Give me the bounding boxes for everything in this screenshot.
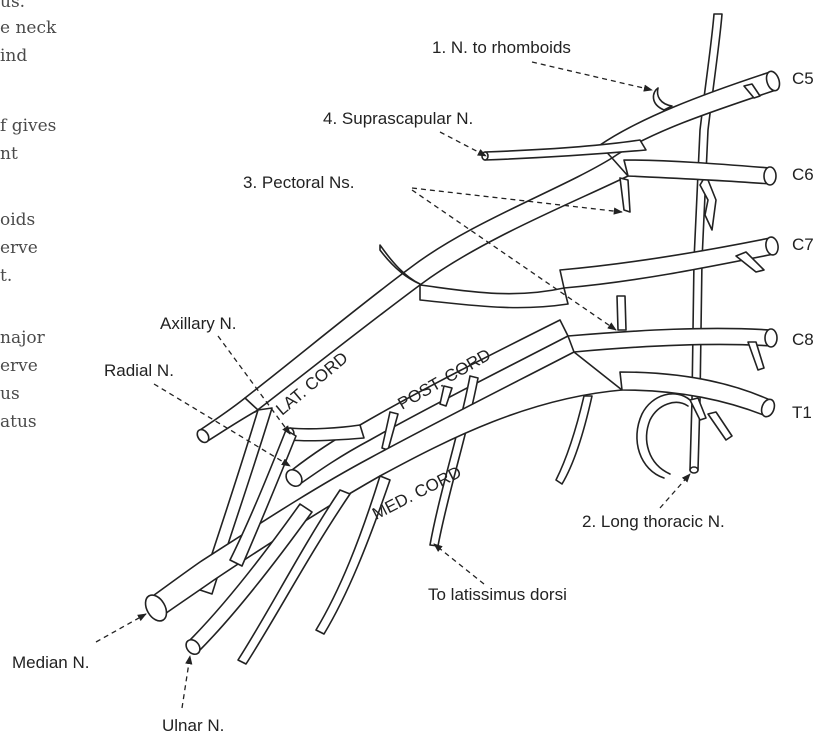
label-latissimus: To latissimus dorsi	[428, 585, 567, 604]
nerve-to-rhomboids	[653, 88, 672, 110]
label-ulnar: Ulnar N.	[162, 716, 224, 735]
pointer-rhomboids	[532, 62, 652, 90]
pointer-median	[96, 614, 146, 642]
label-median: Median N.	[12, 653, 89, 672]
label-radial: Radial N.	[104, 361, 174, 380]
pointer-long-thoracic	[660, 474, 690, 508]
pectoral-nerve-lower	[617, 296, 626, 330]
label-suprascapular: 4. Suprascapular N.	[323, 109, 473, 128]
label-c6: C6	[792, 165, 814, 184]
pointer-suprascapular	[440, 132, 486, 156]
label-c5: C5	[792, 69, 814, 88]
root-c7	[560, 236, 779, 288]
pointer-ulnar	[182, 656, 190, 708]
label-long-thoracic: 2. Long thoracic N.	[582, 512, 725, 531]
label-c8: C8	[792, 330, 814, 349]
label-pectoral: 3. Pectoral Ns.	[243, 173, 355, 192]
pectoral-nerve-upper	[620, 178, 630, 212]
label-nerve-to-rhomboids: 1. N. to rhomboids	[432, 38, 571, 57]
root-c8	[568, 328, 777, 370]
label-t1: T1	[792, 403, 812, 422]
suprascapular-nerve	[482, 140, 646, 160]
label-c7: C7	[792, 235, 814, 254]
pointer-latissimus	[434, 544, 484, 584]
middle-trunk	[420, 285, 568, 308]
label-axillary: Axillary N.	[160, 314, 237, 333]
